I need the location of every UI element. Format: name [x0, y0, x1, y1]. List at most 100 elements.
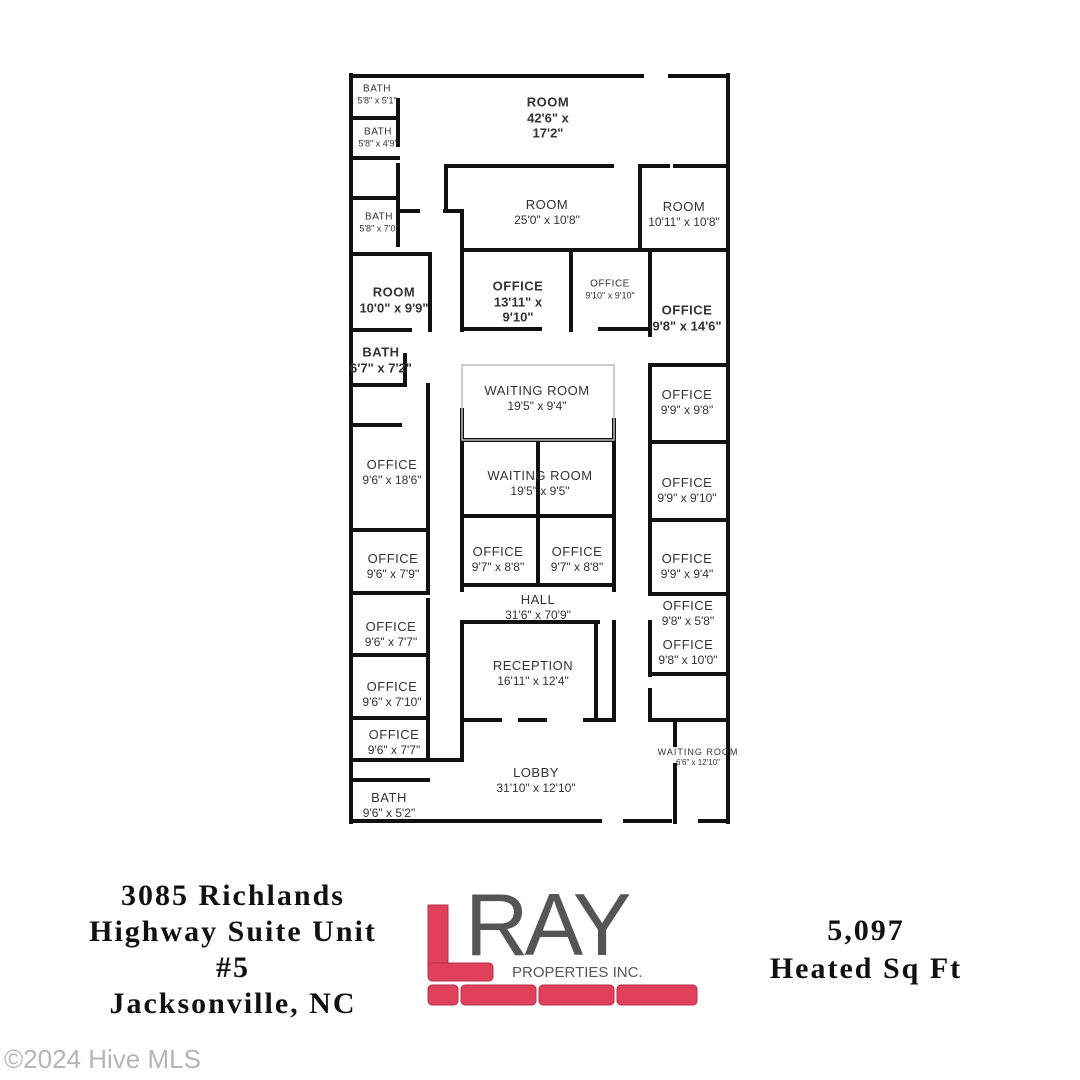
room-name: WAITING ROOM	[487, 468, 593, 484]
room-dimensions: 10'11" x 10'8"	[648, 214, 720, 229]
room-name: BATH	[362, 344, 400, 360]
room-name: ROOM	[526, 94, 570, 110]
room-dimensions: 9'6" x 18'6"	[362, 472, 422, 487]
room-dimensions: 9'9" x 9'8"	[660, 402, 714, 417]
room-name: OFFICE	[661, 475, 713, 491]
room-name: OFFICE	[661, 302, 713, 318]
waiting-room-outline	[461, 364, 615, 441]
room-name: OFFICE	[661, 387, 713, 403]
room-dimensions: 9'9" x 9'4"	[660, 566, 714, 581]
address-line: Jacksonville, NC	[109, 987, 357, 1020]
room-dimensions: 9'10" x 9'10"	[585, 290, 635, 301]
room-dimensions: 16'11" x 12'4"	[497, 673, 569, 688]
room-name: OFFICE	[472, 544, 524, 560]
room-name: LOBBY	[513, 765, 559, 781]
room-dimensions: 9'8" x 14'6"	[652, 318, 722, 333]
room-dimensions: 9'8" x 10'0"	[658, 652, 718, 667]
room-name: OFFICE	[662, 598, 714, 614]
room-name: ROOM	[525, 197, 569, 213]
room-name: OFFICE	[365, 619, 417, 635]
room-dimensions: 6'6" x 12'10"	[676, 757, 720, 767]
room-dimensions: 9'6" x 7'9"	[366, 566, 420, 581]
area-label: Heated Sq Ft	[769, 952, 963, 985]
logo-wordmark: RAY	[465, 885, 630, 974]
room-name: OFFICE	[590, 278, 630, 290]
address-line: Highway Suite Unit	[89, 915, 377, 948]
room-dimensions: 5'8" x 5'1"	[357, 95, 397, 106]
room-name: OFFICE	[366, 679, 418, 695]
room-dimensions: 19'5" x 9'4"	[507, 398, 567, 413]
room-dimensions: 25'0" x 10'8"	[514, 212, 580, 227]
room-name: BATH	[365, 211, 393, 223]
address-line: 3085 Richlands	[121, 879, 345, 912]
room-dimensions: 19'5" x 9'5"	[510, 483, 570, 498]
room-name: OFFICE	[661, 551, 713, 567]
room-dimensions: 9'6" x 5'2"	[362, 805, 416, 820]
room-name: WAITING ROOM	[657, 746, 739, 757]
room-name: BATH	[363, 83, 391, 95]
ray-properties-logo: RAY PROPERTIES INC.	[427, 885, 698, 1006]
room-dimensions: 9'8" x 5'8"	[661, 613, 715, 628]
room-dimensions: 9'9" x 9'10"	[657, 490, 717, 505]
room-name: ROOM	[662, 199, 706, 215]
room-name: RECEPTION	[492, 658, 574, 674]
address-line: #5	[216, 951, 250, 984]
room-name: OFFICE	[367, 551, 419, 567]
room-dimensions: 9'6" x 7'7"	[367, 742, 421, 757]
room-dimensions: 10'0" x 9'9"	[359, 300, 429, 315]
property-address: 3085 Richlands Highway Suite Unit #5 Jac…	[89, 878, 377, 1022]
room-name: OFFICE	[551, 544, 603, 560]
room-dimensions: 6'7" x 7'2"	[350, 360, 412, 375]
room-dimensions: 31'10" x 12'10"	[496, 780, 576, 795]
room-name: OFFICE	[368, 727, 420, 743]
room-dimensions: 9'7" x 8'8"	[550, 559, 604, 574]
heated-square-feet: 5,097 Heated Sq Ft	[770, 912, 962, 988]
area-value: 5,097	[827, 914, 905, 947]
room-dimensions: 9'6" x 7'7"	[364, 634, 418, 649]
room-name: BATH	[364, 126, 392, 138]
room-dimensions: 31'6" x 70'9"	[505, 607, 571, 622]
watermark: ©2024 Hive MLS	[4, 1044, 201, 1074]
room-name: OFFICE	[662, 637, 714, 653]
room-name: OFFICE	[492, 278, 544, 294]
room-name: HALL	[520, 592, 556, 608]
room-dimensions: 5'8" x 4'9"	[358, 138, 398, 149]
room-dimensions: 9'7" x 8'8"	[471, 559, 525, 574]
room-name: WAITING ROOM	[484, 383, 590, 399]
room-dimensions: 9'6" x 7'10"	[362, 694, 422, 709]
room-name: ROOM	[372, 284, 416, 300]
logo-subtitle: PROPERTIES INC.	[512, 964, 643, 981]
room-name: OFFICE	[366, 457, 418, 473]
room-dimensions: 42'6" x 17'2"	[527, 110, 569, 141]
